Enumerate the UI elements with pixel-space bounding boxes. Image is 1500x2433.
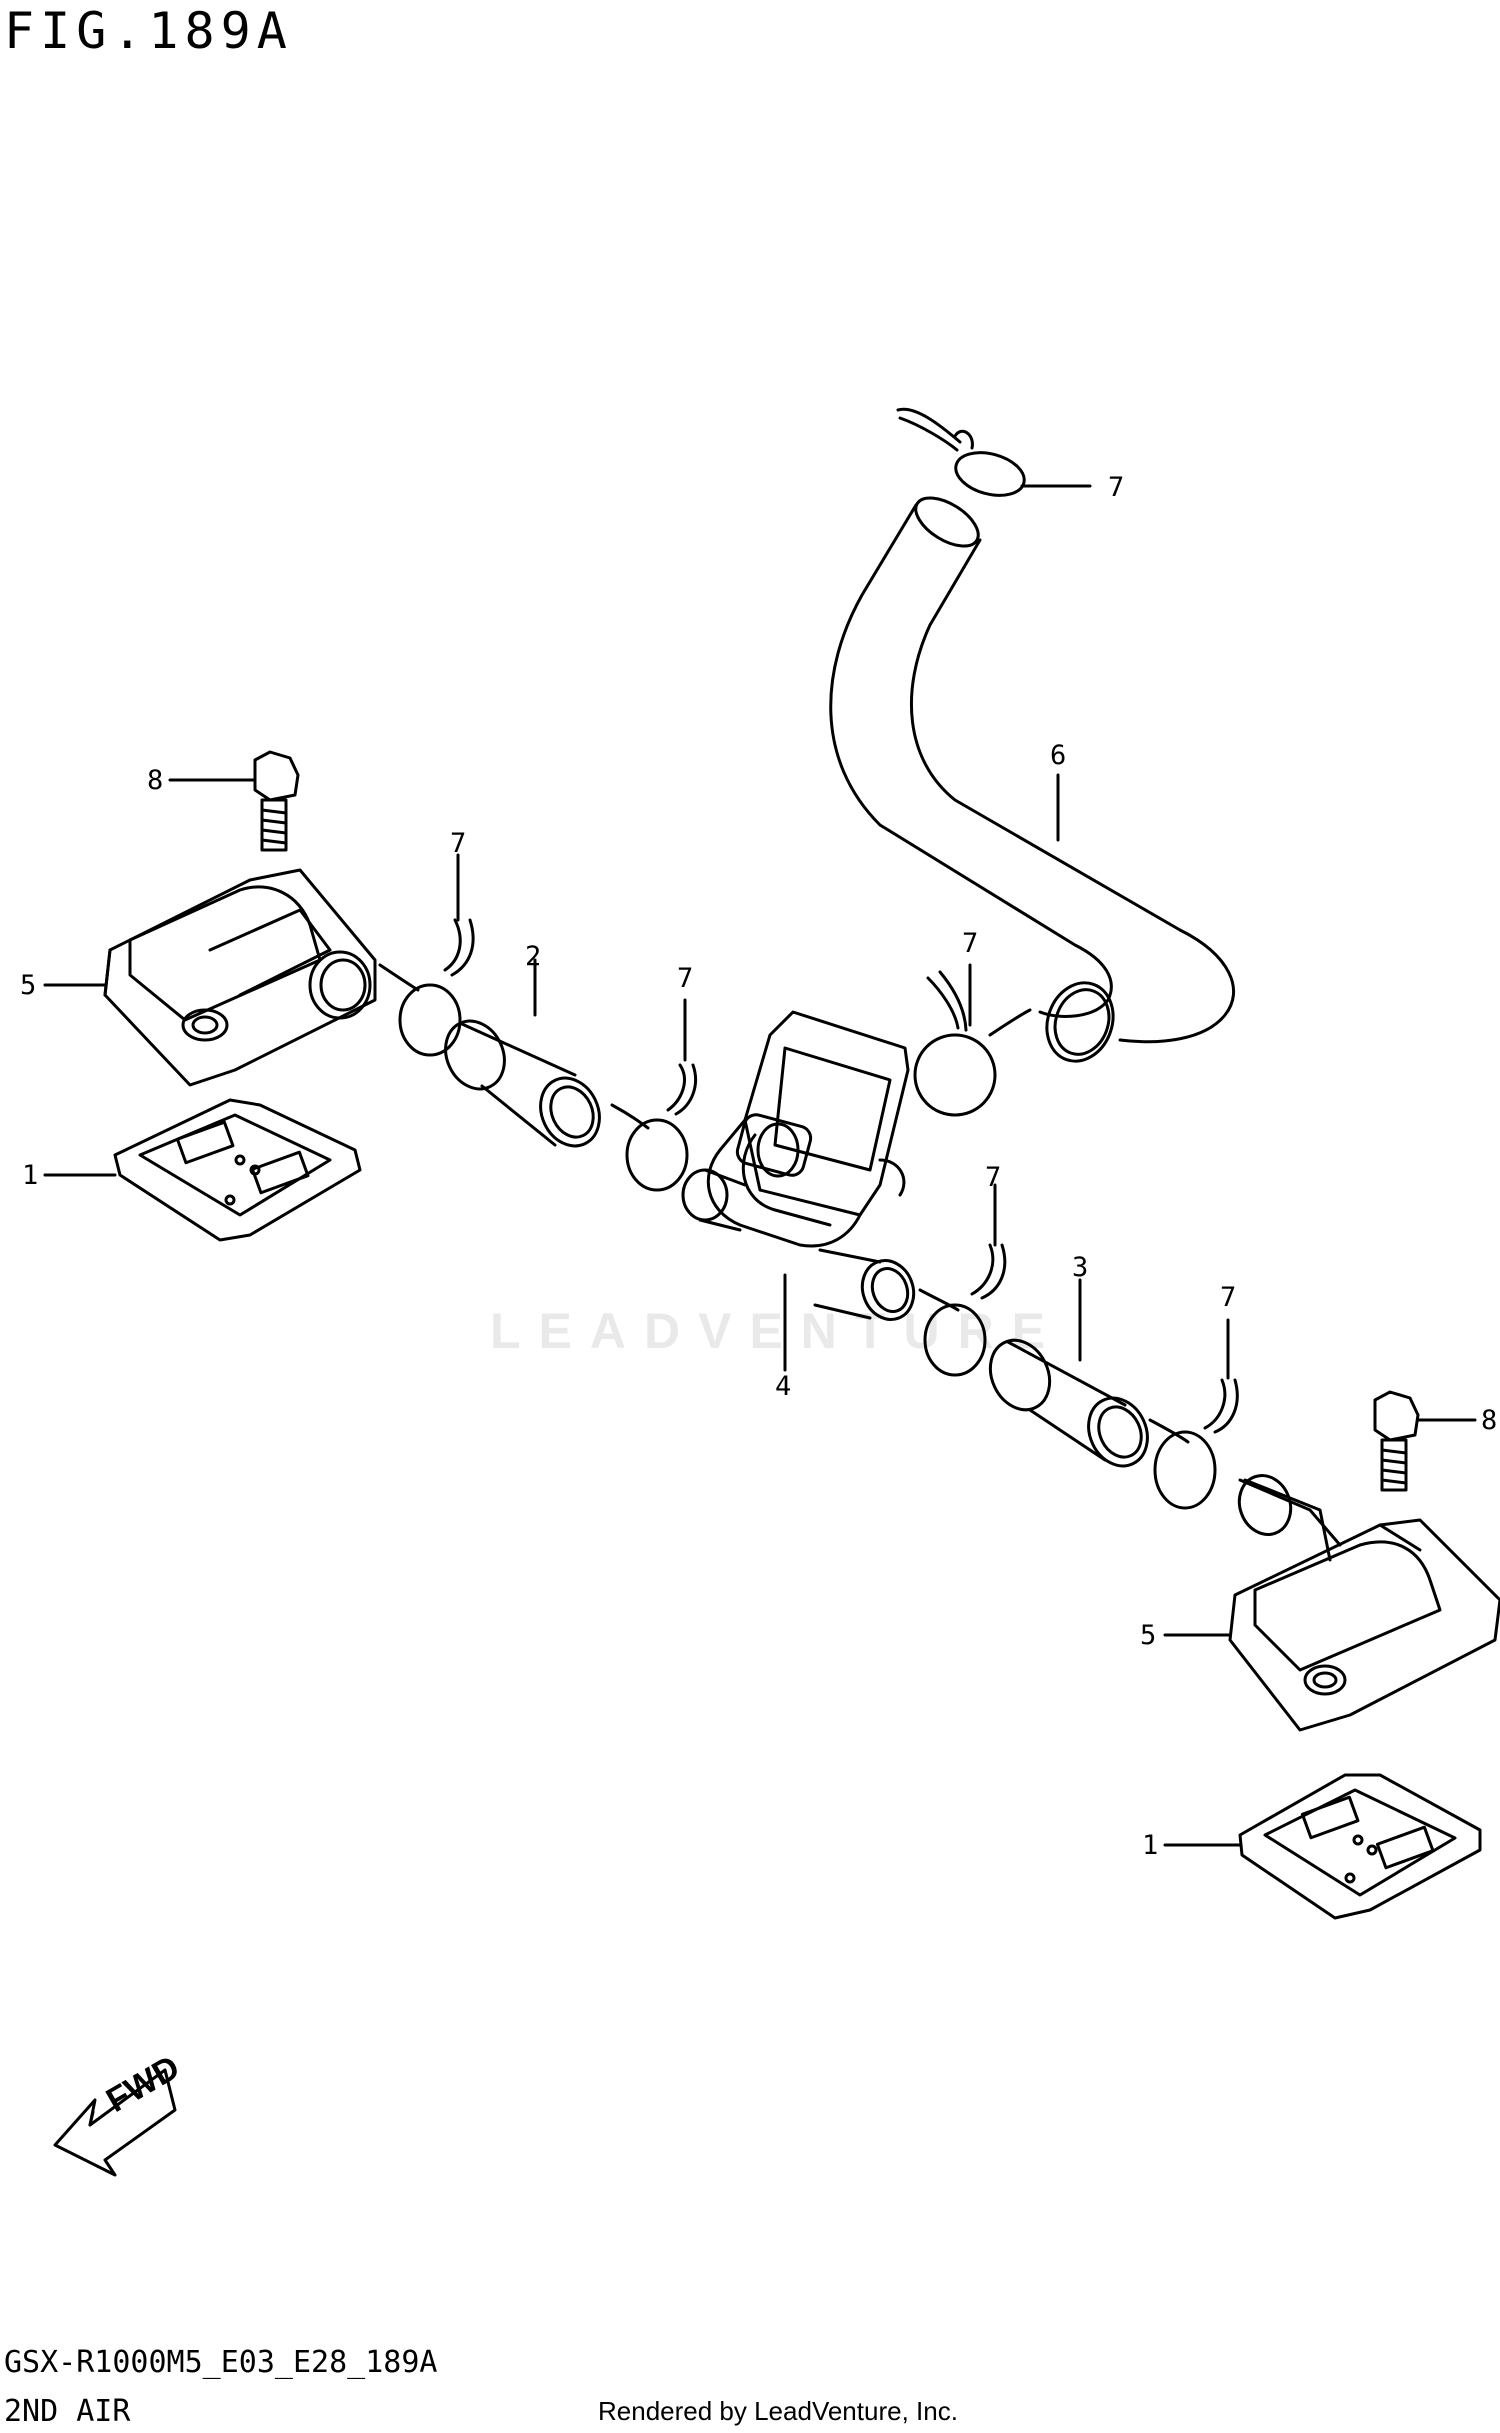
callout-7-mid: 7 xyxy=(677,963,694,994)
part-1-gasket-right[interactable] xyxy=(1163,1773,1482,1920)
clip-lower[interactable] xyxy=(918,1183,1007,1377)
clip-mid[interactable] xyxy=(610,998,698,1192)
clip-left[interactable] xyxy=(378,853,475,1057)
part-5-cover-right[interactable] xyxy=(1163,1468,1500,1732)
callout-7-left: 7 xyxy=(450,828,467,859)
rendered-by-credit: Rendered by LeadVenture, Inc. xyxy=(598,2396,958,2426)
callout-4: 4 xyxy=(775,1371,792,1402)
callout-8-right: 8 xyxy=(1481,1405,1498,1436)
fwd-arrow-icon xyxy=(53,2068,177,2177)
part-8-bolt-right[interactable] xyxy=(1373,1390,1477,1492)
watermark: LEADVENTURE xyxy=(490,1303,1064,1359)
part-6-hose[interactable] xyxy=(829,488,1235,1070)
callout-7-right: 7 xyxy=(962,928,979,959)
model-code: GSX-R1000M5_E03_E28_189A xyxy=(4,2345,438,2380)
callout-7-top: 7 xyxy=(1108,472,1125,503)
callout-7-lower: 7 xyxy=(985,1162,1002,1193)
part-4-valve[interactable] xyxy=(681,1010,922,1372)
part-5-cover-left[interactable] xyxy=(43,868,377,1087)
callout-1-left: 1 xyxy=(22,1160,39,1191)
part-3-hose[interactable] xyxy=(979,1278,1158,1476)
clip-right[interactable] xyxy=(913,963,1032,1117)
part-1-gasket-left[interactable] xyxy=(43,1098,362,1242)
callout-7-lower-right: 7 xyxy=(1220,1282,1237,1313)
callout-8-left: 8 xyxy=(147,765,164,796)
section-name: 2ND AIR xyxy=(4,2394,131,2429)
callout-3: 3 xyxy=(1072,1252,1089,1283)
clip-lower-right[interactable] xyxy=(1148,1318,1239,1510)
clip-top[interactable] xyxy=(896,407,1092,502)
callout-5-left: 5 xyxy=(20,970,37,1001)
part-2-hose[interactable] xyxy=(435,958,610,1156)
callout-6: 6 xyxy=(1050,740,1067,771)
callout-2: 2 xyxy=(525,941,542,972)
callout-5-right: 5 xyxy=(1140,1620,1157,1651)
part-8-bolt-left[interactable] xyxy=(168,750,300,852)
callout-1-right: 1 xyxy=(1142,1830,1159,1861)
figure-title: FIG.189A xyxy=(4,2,293,60)
